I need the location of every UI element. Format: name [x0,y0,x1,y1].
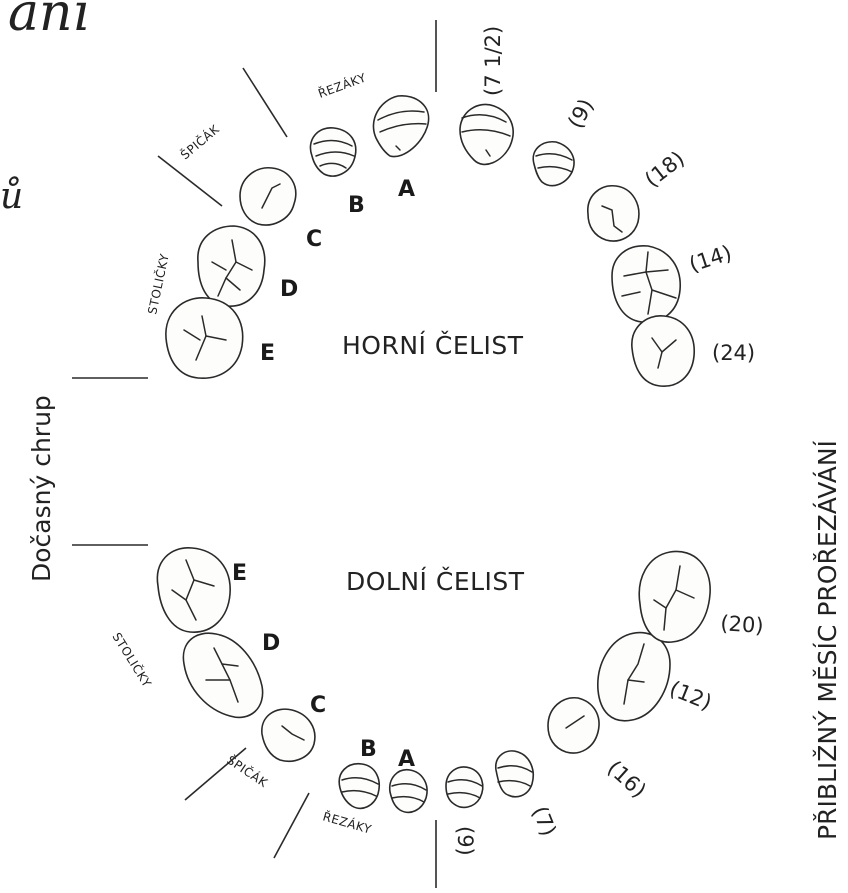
lower-canine-incisor-divider [274,793,309,858]
lower-left-incisor-a [390,770,427,813]
upper-month-incisor-a: (7 1/2) [481,26,505,96]
lower-jaw-label: DOLNÍ ČELIST [346,566,525,596]
lower-right-incisor-a [446,767,483,807]
upper-left-molar-e [166,298,243,378]
upper-incisors-label: ŘEZÁKY [316,70,368,101]
lower-molars-label: STOLIČKY [109,630,155,690]
upper-right-incisor-b [533,142,574,186]
lower-left-canine-c [262,709,315,761]
lower-letter-c: C [310,693,326,718]
lower-letter-a: A [398,747,415,772]
upper-right-molar-e [632,316,694,386]
eruption-month-axis-label: PŘIBLIŽNÝ MĚSÍC PROŘEZÁVÁNÍ [813,440,842,840]
upper-month-molar-e: (24) [712,341,755,365]
lower-right-canine-c [548,698,599,753]
upper-left-incisor-b [310,128,355,176]
lower-month-molar-d: (12) [666,676,715,714]
lower-left-molar-e [157,548,230,632]
lower-left-molar-d [183,633,262,717]
title-fragment: ání [8,0,95,43]
upper-canine-label: ŠPIČÁK [177,121,222,162]
lower-left-incisor-b [339,764,379,809]
lower-month-incisor-b: (7) [527,803,560,840]
lower-month-incisor-a: (9) [453,826,477,856]
upper-right-molar-d [612,246,680,322]
lower-month-canine-c: (16) [603,756,651,803]
upper-letter-e: E [260,341,275,366]
upper-molars-label: STOLIČKY [144,252,172,316]
upper-left-molar-d [198,226,265,306]
lower-right-molar-d [598,633,670,721]
upper-right-incisor-a [460,104,513,164]
upper-canine-molar-divider [158,156,222,206]
upper-month-molar-d: (14) [686,241,734,277]
upper-incisor-canine-divider [243,68,287,137]
upper-jaw-label: HORNÍ ČELIST [342,330,524,360]
lower-right-incisor-b [496,751,533,797]
lower-incisors-label: ŘEZÁKY [321,808,373,836]
upper-letter-b: B [348,193,365,218]
lower-letter-d: D [262,631,280,656]
upper-month-incisor-b: (9) [563,95,598,133]
lower-letter-e: E [232,561,247,586]
upper-right-canine-c [588,186,639,241]
lower-month-molar-e: (20) [720,611,765,638]
side-fragment: ů [0,176,23,217]
upper-letter-d: D [280,277,298,302]
lower-canine-label: ŠPIČÁK [224,752,271,790]
upper-month-canine-c: (18) [640,146,689,191]
lower-right-molar-e [639,551,710,642]
upper-letter-c: C [306,227,322,252]
lower-letter-b: B [360,737,377,762]
temporary-dentition-label: Dočasný chrup [27,395,56,582]
upper-left-canine-c [240,168,296,225]
upper-letter-a: A [398,177,415,202]
upper-left-incisor-a [373,96,428,157]
